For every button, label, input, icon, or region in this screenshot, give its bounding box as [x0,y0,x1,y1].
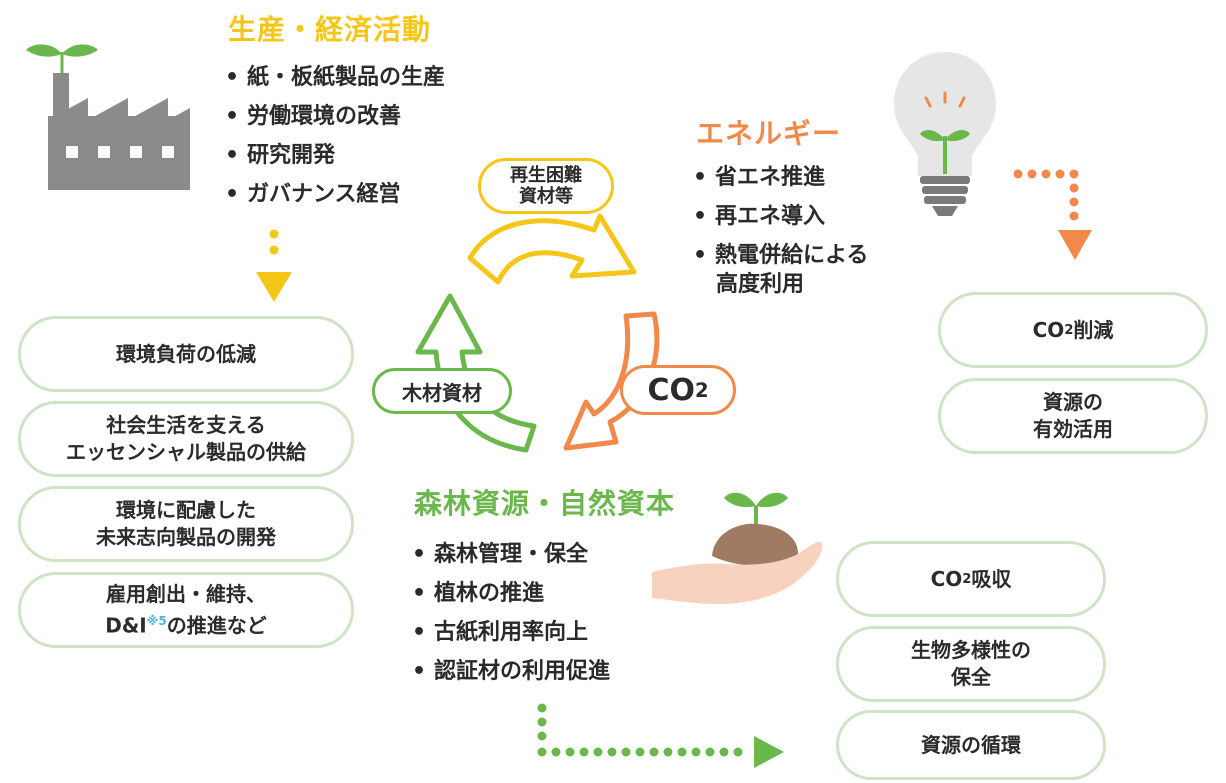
list-item: 研究開発 [225,136,445,175]
list-item: 省エネ推進 [693,158,868,197]
list-item: ガバナンス経営 [225,175,445,214]
list-item: 森林管理・保全 [412,535,610,574]
outcome-box-eco-products: 環境に配慮した 未来志向製品の開発 [18,486,354,562]
co2-subscript: 2 [694,378,709,402]
list-item: 熱電併給による [693,236,868,275]
outcome-box-biodiversity: 生物多様性の 保全 [836,626,1106,702]
hand-with-seedling-icon [652,492,823,604]
production-list: 紙・板紙製品の生産 労働環境の改善 研究開発 ガバナンス経営 [225,58,445,214]
co2-text: CO [647,372,695,408]
co2-text: CO [1032,317,1065,342]
orange-right-down-arrow [1013,169,1092,260]
box-text-line2: 未来志向製品の開発 [96,525,276,549]
yellow-down-arrow [256,229,292,302]
outcome-box-essential-products: 社会生活を支える エッセンシャル製品の供給 [18,401,354,477]
outcome-box-resource-use: 資源の 有効活用 [938,378,1208,454]
label-line1: 再生困難 [510,165,582,186]
box-text-suffix: 削減 [1073,317,1114,342]
outcome-box-environment: 環境負荷の低減 [18,316,354,392]
energy-heading: エネルギー [696,117,842,150]
list-item: 古紙利用率向上 [412,613,610,652]
box-text-line2: エッセンシャル製品の供給 [66,440,306,464]
orange-cycle-arrow [563,311,660,451]
box-text-line1: 社会生活を支える [106,413,266,437]
box-text-line2: 有効活用 [1033,417,1113,441]
label-text: 木材資材 [402,380,482,405]
production-heading: 生産・経済活動 [228,13,432,46]
box-text: 環境負荷の低減 [116,341,256,366]
lightbulb-with-sprout-icon [894,52,996,216]
list-item: 植林の推進 [412,574,610,613]
box-text-suffix: 吸収 [971,566,1012,591]
green-cycle-arrow [415,293,537,453]
forest-heading: 森林資源・自然資本 [414,487,676,520]
box-text-line1: 環境に配慮した [116,498,256,522]
factory-with-sprout-icon [26,44,190,190]
yellow-cycle-arrow [467,213,637,285]
green-down-right-arrow [537,703,784,768]
outcome-box-employment: 雇用創出・維持、 D&I※5の推進など [18,572,354,648]
box-text-line1: 雇用創出・維持、 [106,581,266,606]
list-item: 認証材の利用促進 [412,652,610,691]
box-text-line2: 保全 [951,665,991,689]
co2-subscript: 2 [1064,322,1074,338]
footnote-marker: ※5 [146,613,167,628]
box-text: 資源の循環 [921,732,1021,757]
co2-subscript: 2 [962,571,972,587]
box-text-suffix: の推進など [166,613,267,638]
box-text-line1: 生物多様性の [911,638,1031,662]
box-text-line1: 資源の [1043,390,1103,414]
di-text: D&I [105,613,147,638]
energy-list-continuation: 高度利用 [716,272,805,297]
forest-list: 森林管理・保全 植林の推進 古紙利用率向上 認証材の利用促進 [412,535,610,691]
label-hard-to-recycle: 再生困難 資材等 [478,158,614,214]
box-text-line2: D&I※5の推進など [105,608,267,640]
label-line2: 資材等 [519,186,573,207]
co2-text: CO [930,566,963,591]
label-wood-material: 木材資材 [372,368,512,414]
list-item: 再エネ導入 [693,197,868,236]
list-item: 労働環境の改善 [225,97,445,136]
outcome-box-resource-cycle: 資源の循環 [836,710,1106,780]
list-item: 紙・板紙製品の生産 [225,58,445,97]
energy-list: 省エネ推進 再エネ導入 熱電併給による [693,158,868,275]
